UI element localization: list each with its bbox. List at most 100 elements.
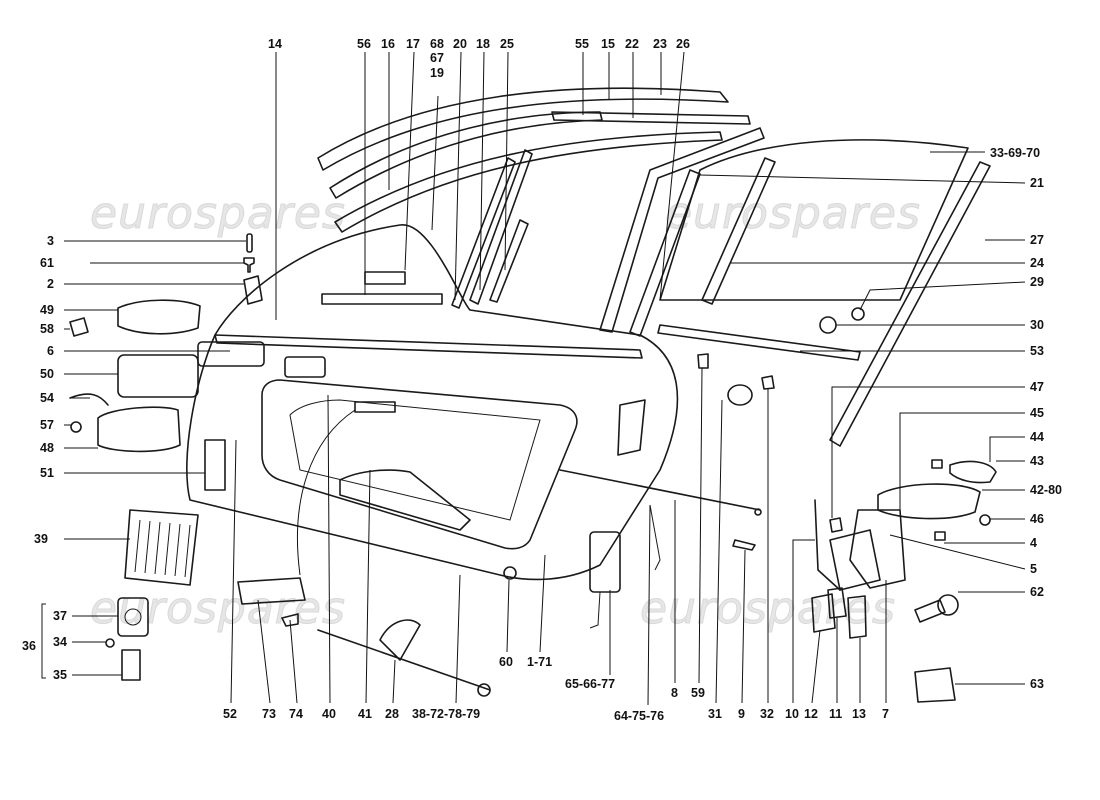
label-7: 7 — [882, 707, 889, 721]
roller-29 — [851, 307, 865, 321]
frame-pillar-55 — [599, 127, 765, 333]
label-20: 20 — [453, 37, 467, 51]
label-56: 56 — [357, 37, 371, 51]
motor-35 — [121, 649, 141, 681]
grommet-57 — [70, 421, 82, 433]
regulator-arm — [379, 619, 421, 661]
parts-drawing — [41, 87, 997, 703]
callout-labels: 14 56 16 17 68 67 19 20 18 25 55 15 22 2… — [22, 37, 1062, 723]
watermark-bottom-right: eurospares — [640, 583, 896, 634]
label-33-69-70: 33-69-70 — [990, 146, 1040, 160]
vent-opening — [284, 356, 326, 378]
label-45: 45 — [1030, 406, 1044, 420]
watermark-bottom-left: eurospares — [90, 583, 346, 634]
seal-arc-inner — [334, 131, 723, 233]
label-4: 4 — [1030, 536, 1037, 550]
regulator-28 — [317, 629, 491, 691]
label-26: 26 — [676, 37, 690, 51]
label-62: 62 — [1030, 585, 1044, 599]
label-61: 61 — [40, 256, 54, 270]
pull-handle-right — [617, 399, 646, 456]
spring-46 — [979, 514, 991, 526]
label-68: 68 — [430, 37, 444, 51]
label-8: 8 — [671, 686, 678, 700]
label-38-72-78-79: 38-72-78-79 — [412, 707, 480, 721]
label-73: 73 — [262, 707, 276, 721]
motor-65 — [589, 531, 621, 593]
cylinder-63 — [914, 667, 956, 703]
label-25: 25 — [500, 37, 514, 51]
label-52: 52 — [223, 707, 237, 721]
key-62 — [914, 599, 946, 623]
mirror-48 — [97, 406, 181, 453]
label-51: 51 — [40, 466, 54, 480]
label-50: 50 — [40, 367, 54, 381]
wire-64 — [649, 504, 661, 571]
label-30: 30 — [1030, 318, 1044, 332]
speaker-cone — [124, 608, 142, 626]
label-24: 24 — [1030, 256, 1044, 270]
label-49: 49 — [40, 303, 54, 317]
label-11: 11 — [829, 707, 842, 721]
label-34: 34 — [53, 635, 67, 649]
label-23: 23 — [653, 37, 667, 51]
label-67: 67 — [430, 51, 444, 65]
door-shell — [186, 224, 679, 581]
label-16: 16 — [381, 37, 395, 51]
grille-39 — [124, 509, 199, 586]
label-27: 27 — [1030, 233, 1044, 247]
door-inner-panel — [261, 379, 578, 550]
label-54: 54 — [40, 391, 54, 405]
pin-4 — [934, 531, 946, 541]
label-55: 55 — [575, 37, 589, 51]
roller-30 — [819, 316, 837, 334]
label-31: 31 — [708, 707, 722, 721]
speaker-37 — [117, 597, 149, 637]
clip-59 — [697, 353, 709, 369]
label-64-75-76: 64-75-76 — [614, 709, 664, 723]
frame-upright-18 — [469, 149, 533, 305]
label-65-66-77: 65-66-77 — [565, 677, 615, 691]
label-57: 57 — [40, 418, 54, 432]
latch-release-plate — [354, 401, 396, 413]
strip-53 — [657, 324, 861, 361]
bracket-2 — [243, 275, 263, 305]
lock-plate — [829, 529, 881, 591]
label-36: 36 — [22, 639, 36, 653]
clip-34 — [105, 638, 115, 648]
top-rail-window-sill — [214, 334, 643, 359]
grille-slots — [134, 519, 191, 578]
label-6: 6 — [47, 344, 54, 358]
rod-10 — [814, 499, 841, 591]
speaker-31 — [727, 384, 753, 406]
rod-8 — [559, 469, 761, 511]
lock-body-7 — [849, 509, 906, 589]
label-37: 37 — [53, 609, 67, 623]
lock-cyl-62 — [937, 594, 959, 616]
plate-6 — [197, 341, 265, 367]
label-74: 74 — [289, 707, 303, 721]
bracket-36 — [41, 603, 46, 679]
label-22: 22 — [625, 37, 639, 51]
label-5: 5 — [1030, 562, 1037, 576]
label-9: 9 — [738, 707, 745, 721]
door-glass — [659, 139, 969, 301]
label-19: 19 — [430, 66, 444, 80]
seal-arc-16 — [329, 111, 603, 199]
leader-lines — [64, 51, 1026, 706]
seal-arc-22 — [551, 111, 751, 125]
cap-32 — [761, 375, 775, 390]
cable-54 — [69, 393, 109, 406]
latch-47 — [829, 517, 843, 533]
label-1-71: 1-71 — [527, 655, 552, 669]
label-63: 63 — [1030, 677, 1044, 691]
watermark-top-left: eurospares — [90, 188, 346, 239]
handle-42 — [877, 483, 981, 520]
watermark-group: eurospares eurospares eurospares eurospa… — [90, 188, 921, 635]
label-15: 15 — [601, 37, 615, 51]
label-29: 29 — [1030, 275, 1044, 289]
label-39: 39 — [34, 532, 48, 546]
frame-upright-20 — [451, 157, 516, 309]
label-58: 58 — [40, 322, 54, 336]
